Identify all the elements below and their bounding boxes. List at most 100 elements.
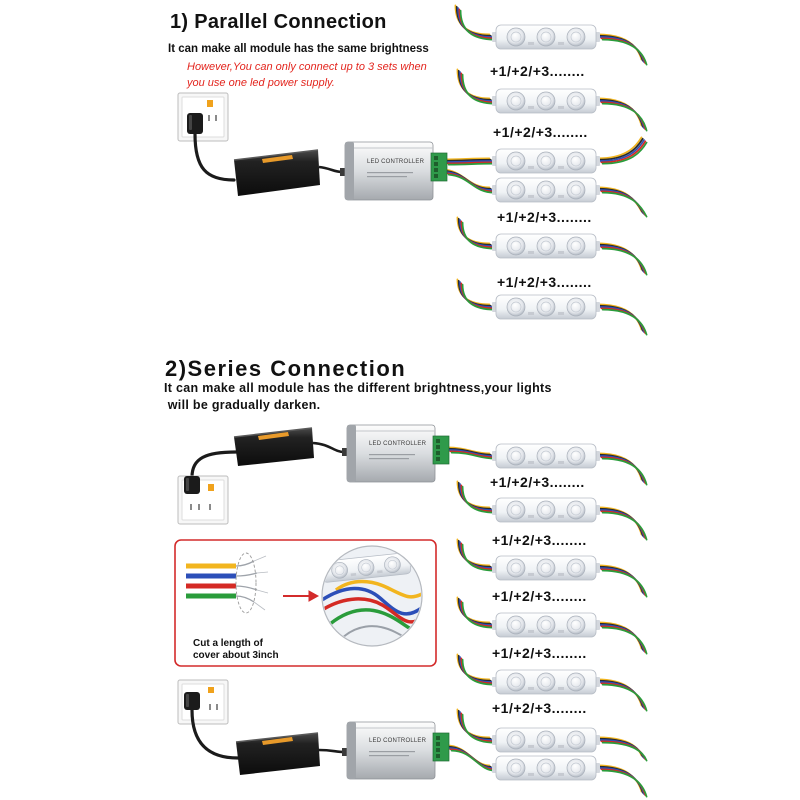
series-count-label: +1/+2/+3........ [492, 700, 587, 716]
led-module [492, 233, 600, 259]
cut-line [235, 552, 257, 614]
series-description-line1: It can make all module has the different… [164, 381, 552, 395]
power-cable [190, 450, 238, 479]
arrow-icon [283, 590, 320, 602]
cut-note-line1: Cut a length of [193, 638, 263, 649]
led-controller: LED CONTROLLER [342, 424, 450, 483]
adapter-label [262, 155, 293, 163]
wire [601, 569, 648, 598]
controller-spec-line [369, 755, 409, 757]
series-count-label: +1/+2/+3........ [490, 474, 585, 490]
wire [599, 139, 645, 162]
parallel-title: 1) Parallel Connection [170, 11, 387, 33]
controller-body [344, 141, 434, 201]
led-module [492, 294, 600, 320]
power-cable [190, 708, 240, 760]
adapter-edge [235, 732, 319, 743]
dc-jack [342, 448, 349, 456]
outlet-slot [216, 704, 218, 710]
wire [446, 161, 495, 165]
wire-strands [235, 560, 258, 603]
wire-bundle [596, 764, 648, 798]
terminal-block [432, 435, 450, 465]
terminal-screw [436, 736, 440, 740]
parallel-count-label: +1/+2/+3........ [490, 63, 585, 79]
plug-highlight [186, 478, 189, 491]
dc-jack [342, 748, 349, 756]
wire [449, 450, 495, 459]
controller-end-cap [347, 722, 356, 779]
wire [601, 741, 648, 762]
wire-strands [253, 555, 269, 611]
outlet-indicator [208, 687, 214, 693]
wire [446, 447, 492, 456]
terminal-screw [436, 445, 440, 449]
led-controller: LED CONTROLLER [340, 141, 448, 201]
wire [442, 157, 491, 161]
controller-spec-line [367, 176, 407, 178]
wire [445, 160, 493, 163]
parallel-warning-line1: However,You can only connect up to 3 set… [187, 61, 427, 73]
dc-cable [318, 748, 345, 754]
led-module [492, 669, 600, 695]
terminal-screw [434, 168, 438, 172]
power-plug [184, 476, 200, 494]
terminal-screw [434, 156, 438, 160]
parallel-count-label: +1/+2/+3........ [493, 124, 588, 140]
parallel-count-label: +1/+2/+3........ [497, 274, 592, 290]
outlet-indicator [207, 100, 213, 107]
outlet-slot [208, 115, 210, 121]
parallel-description: It can make all module has the same brig… [168, 43, 429, 55]
wire-bundle [596, 242, 648, 276]
wire [601, 141, 648, 165]
wire-bundle [454, 4, 496, 41]
wire [601, 511, 648, 541]
magnifier-frame [321, 545, 423, 647]
wire-bundle [442, 168, 496, 194]
wire-bundle [442, 157, 496, 166]
wire [443, 158, 492, 162]
terminal-screw [434, 174, 438, 178]
wire [450, 451, 496, 460]
wire [461, 221, 496, 250]
controller-label: LED CONTROLLER [369, 441, 427, 447]
terminal-screw [436, 748, 440, 752]
wire [461, 543, 496, 572]
terminal-block [430, 152, 448, 182]
stripped-wires [186, 552, 269, 614]
wire-bundle [456, 480, 496, 514]
wire-bundle [596, 97, 648, 132]
adapter-body [234, 150, 320, 196]
wire [461, 658, 496, 686]
parallel-count-label: +1/+2/+3........ [497, 209, 592, 225]
wire [447, 173, 496, 194]
series-count-label: +1/+2/+3........ [492, 645, 587, 661]
wire-bundle [456, 596, 496, 629]
wire [601, 102, 648, 132]
power-adapter [235, 732, 320, 775]
terminal-screw [434, 162, 438, 166]
wire-bundle [596, 303, 648, 336]
led-module [492, 497, 600, 523]
wire-bundle [596, 564, 648, 598]
closeup-wire [323, 597, 421, 624]
controller-end-cap [345, 142, 354, 200]
adapter-label [258, 432, 289, 440]
series-title: 2)Series Connection [165, 356, 407, 381]
wire [601, 308, 648, 336]
controller-spec-line [369, 751, 415, 753]
wire [459, 9, 496, 41]
terminal-screw [436, 451, 440, 455]
parallel-warning-line2: you use one led power supply. [187, 77, 335, 89]
led-module [492, 177, 600, 203]
adapter-body [234, 428, 314, 466]
terminal-screw [436, 754, 440, 758]
power-plug [187, 113, 203, 134]
terminal-screw [436, 742, 440, 746]
wire [601, 38, 648, 66]
dc-jack [340, 168, 347, 176]
power-plug [184, 692, 200, 710]
outlet-slot [190, 504, 192, 510]
wire [597, 137, 644, 161]
terminal-screw [436, 439, 440, 443]
